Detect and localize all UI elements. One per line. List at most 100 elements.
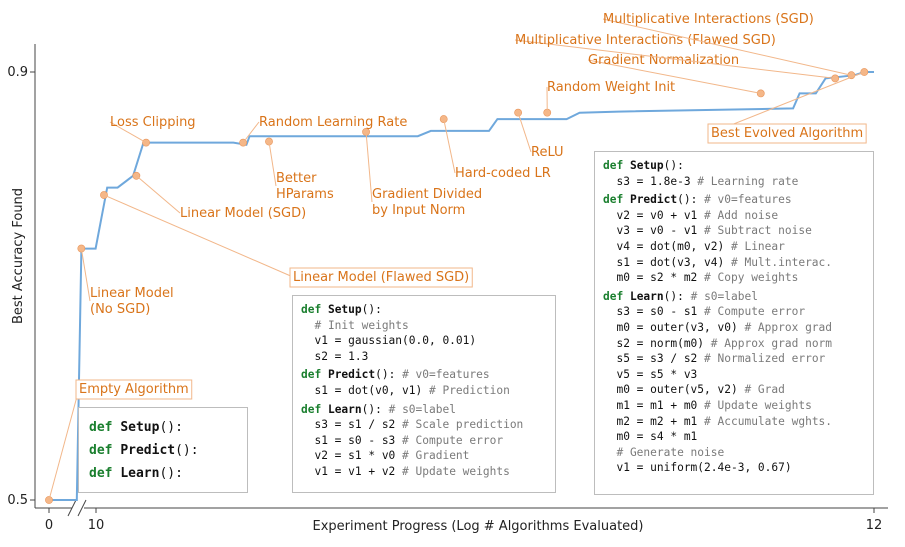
code-line: def Predict(): # v0=features	[301, 367, 547, 383]
milestone-label: ReLU	[531, 145, 564, 160]
code-token: v1 = gaussian(0.0, 0.01)	[301, 334, 477, 348]
code-token: ():	[361, 402, 389, 416]
code-token: def	[89, 466, 121, 481]
annotation-leader	[587, 59, 761, 94]
axis-break-mark	[67, 499, 77, 517]
x-axis-label: Experiment Progress (Log # Algorithms Ev…	[313, 519, 644, 534]
code-token: Learn	[327, 402, 362, 416]
code-token: Setup	[327, 303, 362, 316]
code-token: s1 = dot(v3, v4)	[603, 255, 731, 269]
code-token: # Generate noise	[603, 445, 725, 459]
y-axis-label: Best Accuracy Found	[11, 188, 26, 324]
code-token: # Copy weights	[704, 271, 799, 285]
code-line: s1 = dot(v0, v1) # Prediction	[301, 383, 547, 399]
code-line: v3 = v0 - v1 # Subtract noise	[603, 223, 865, 239]
code-line: s2 = norm(m0) # Approx grad norm	[603, 336, 865, 352]
code-line: s3 = s1 / s2 # Scale prediction	[301, 417, 547, 433]
code-token: # Add noise	[704, 208, 779, 222]
code-token: m0 = outer(v5, v2)	[603, 383, 745, 397]
code-line: m0 = s4 * m1	[603, 429, 865, 445]
code-token: m1 = m1 + m0	[603, 398, 705, 412]
code-token: # v0=features	[704, 193, 792, 207]
code-token: v2 = s1 * v0	[301, 449, 403, 463]
code-token: def	[301, 303, 328, 316]
code-token: # Grad	[744, 383, 785, 397]
code-token: # Update weights	[402, 464, 510, 478]
milestone-label: Random Learning Rate	[259, 115, 407, 130]
code-token: s3 = 1.8e-3	[603, 174, 698, 188]
code-token: ():	[663, 159, 684, 172]
code-line: s1 = s0 - s3 # Compute error	[301, 433, 547, 449]
code-token: # Update weights	[704, 398, 812, 412]
code-box-linear-model-flawed-sgd: def Setup(): # Init weights v1 = gaussia…	[292, 295, 556, 493]
code-line: s5 = s3 / s2 # Normalized error	[603, 351, 865, 367]
code-token: ():	[159, 466, 183, 481]
code-line: m2 = m2 + m1 # Accumulate wghts.	[603, 414, 865, 430]
code-line: v1 = v1 + v2 # Update weights	[301, 464, 547, 480]
code-token: Predict	[120, 443, 176, 458]
annotation-leader	[80, 248, 91, 302]
code-token: ():	[159, 420, 183, 435]
code-token: def	[603, 193, 630, 207]
code-line: v5 = s5 * v3	[603, 367, 865, 383]
code-line: v1 = gaussian(0.0, 0.01)	[301, 333, 547, 349]
milestone-marker	[100, 191, 108, 199]
annotation-leader	[103, 194, 294, 278]
code-token: # Accumulate wghts.	[704, 414, 833, 428]
code-token: def	[89, 420, 121, 435]
code-token: v5 = s5 * v3	[603, 367, 698, 381]
code-token: Predict	[629, 193, 678, 207]
milestone-label: Multiplicative Interactions (Flawed SGD)	[515, 33, 776, 48]
code-token: ():	[361, 303, 382, 316]
code-token: # Normalized error	[704, 352, 826, 366]
code-token: # Compute error	[402, 433, 504, 447]
code-line: m0 = outer(v5, v2) # Grad	[603, 382, 865, 398]
code-token: def	[301, 368, 328, 382]
annotation-leader	[242, 121, 260, 143]
code-token: # s0=label	[388, 402, 456, 416]
code-line: s2 = 1.3	[301, 349, 547, 365]
milestone-label: Linear Model(No SGD)	[90, 286, 174, 317]
code-token: m2 = m2 + m1	[603, 414, 705, 428]
code-box-best-evolved-algorithm: def Setup(): s3 = 1.8e-3 # Learning rate…	[594, 151, 874, 495]
code-line: s3 = s0 - s1 # Compute error	[603, 304, 865, 320]
code-token: # Approx grad norm	[710, 336, 833, 350]
annotation-leader	[443, 118, 456, 174]
milestone-label: Best Evolved Algorithm	[711, 126, 863, 141]
code-token: def	[89, 443, 121, 458]
code-line: v1 = uniform(2.4e-3, 0.67)	[603, 460, 865, 476]
code-token: # Init weights	[301, 318, 409, 332]
annotation-leader	[517, 112, 532, 153]
code-token: # Learning rate	[697, 174, 799, 188]
code-line: def Learn(): # s0=label	[301, 402, 547, 418]
code-token: Learn	[120, 466, 160, 481]
code-token: ():	[375, 368, 403, 382]
code-line: v2 = s1 * v0 # Gradient	[301, 448, 547, 464]
milestone-label: Loss Clipping	[110, 115, 196, 130]
code-token: v3 = v0 - v1	[603, 224, 705, 238]
code-token: s2 = 1.3	[301, 349, 369, 363]
annotation-leader	[365, 131, 373, 203]
milestone-label: Random Weight Init	[547, 80, 675, 95]
code-line: m1 = m1 + m0 # Update weights	[603, 398, 865, 414]
milestone-label: Linear Model (Flawed SGD)	[293, 270, 469, 285]
code-token: # s0=label	[690, 289, 758, 303]
code-token: # Mult.interac.	[730, 255, 833, 269]
axis-break-mark	[77, 499, 87, 517]
code-token: Setup	[629, 159, 664, 172]
code-token: # Linear	[730, 239, 785, 253]
code-token: v4 = dot(m0, v2)	[603, 239, 731, 253]
code-token: v1 = v1 + v2	[301, 464, 403, 478]
code-line: m0 = outer(v3, v0) # Approx grad	[603, 320, 865, 336]
code-line: def Learn():	[89, 462, 237, 485]
code-token: # Subtract noise	[704, 224, 812, 238]
code-token: Setup	[120, 420, 160, 435]
code-token: # Gradient	[402, 449, 470, 463]
code-line: # Generate noise	[603, 445, 865, 461]
code-line: def Setup():	[603, 158, 865, 174]
code-token: m0 = s2 * m2	[603, 271, 705, 285]
code-token: ():	[677, 193, 705, 207]
